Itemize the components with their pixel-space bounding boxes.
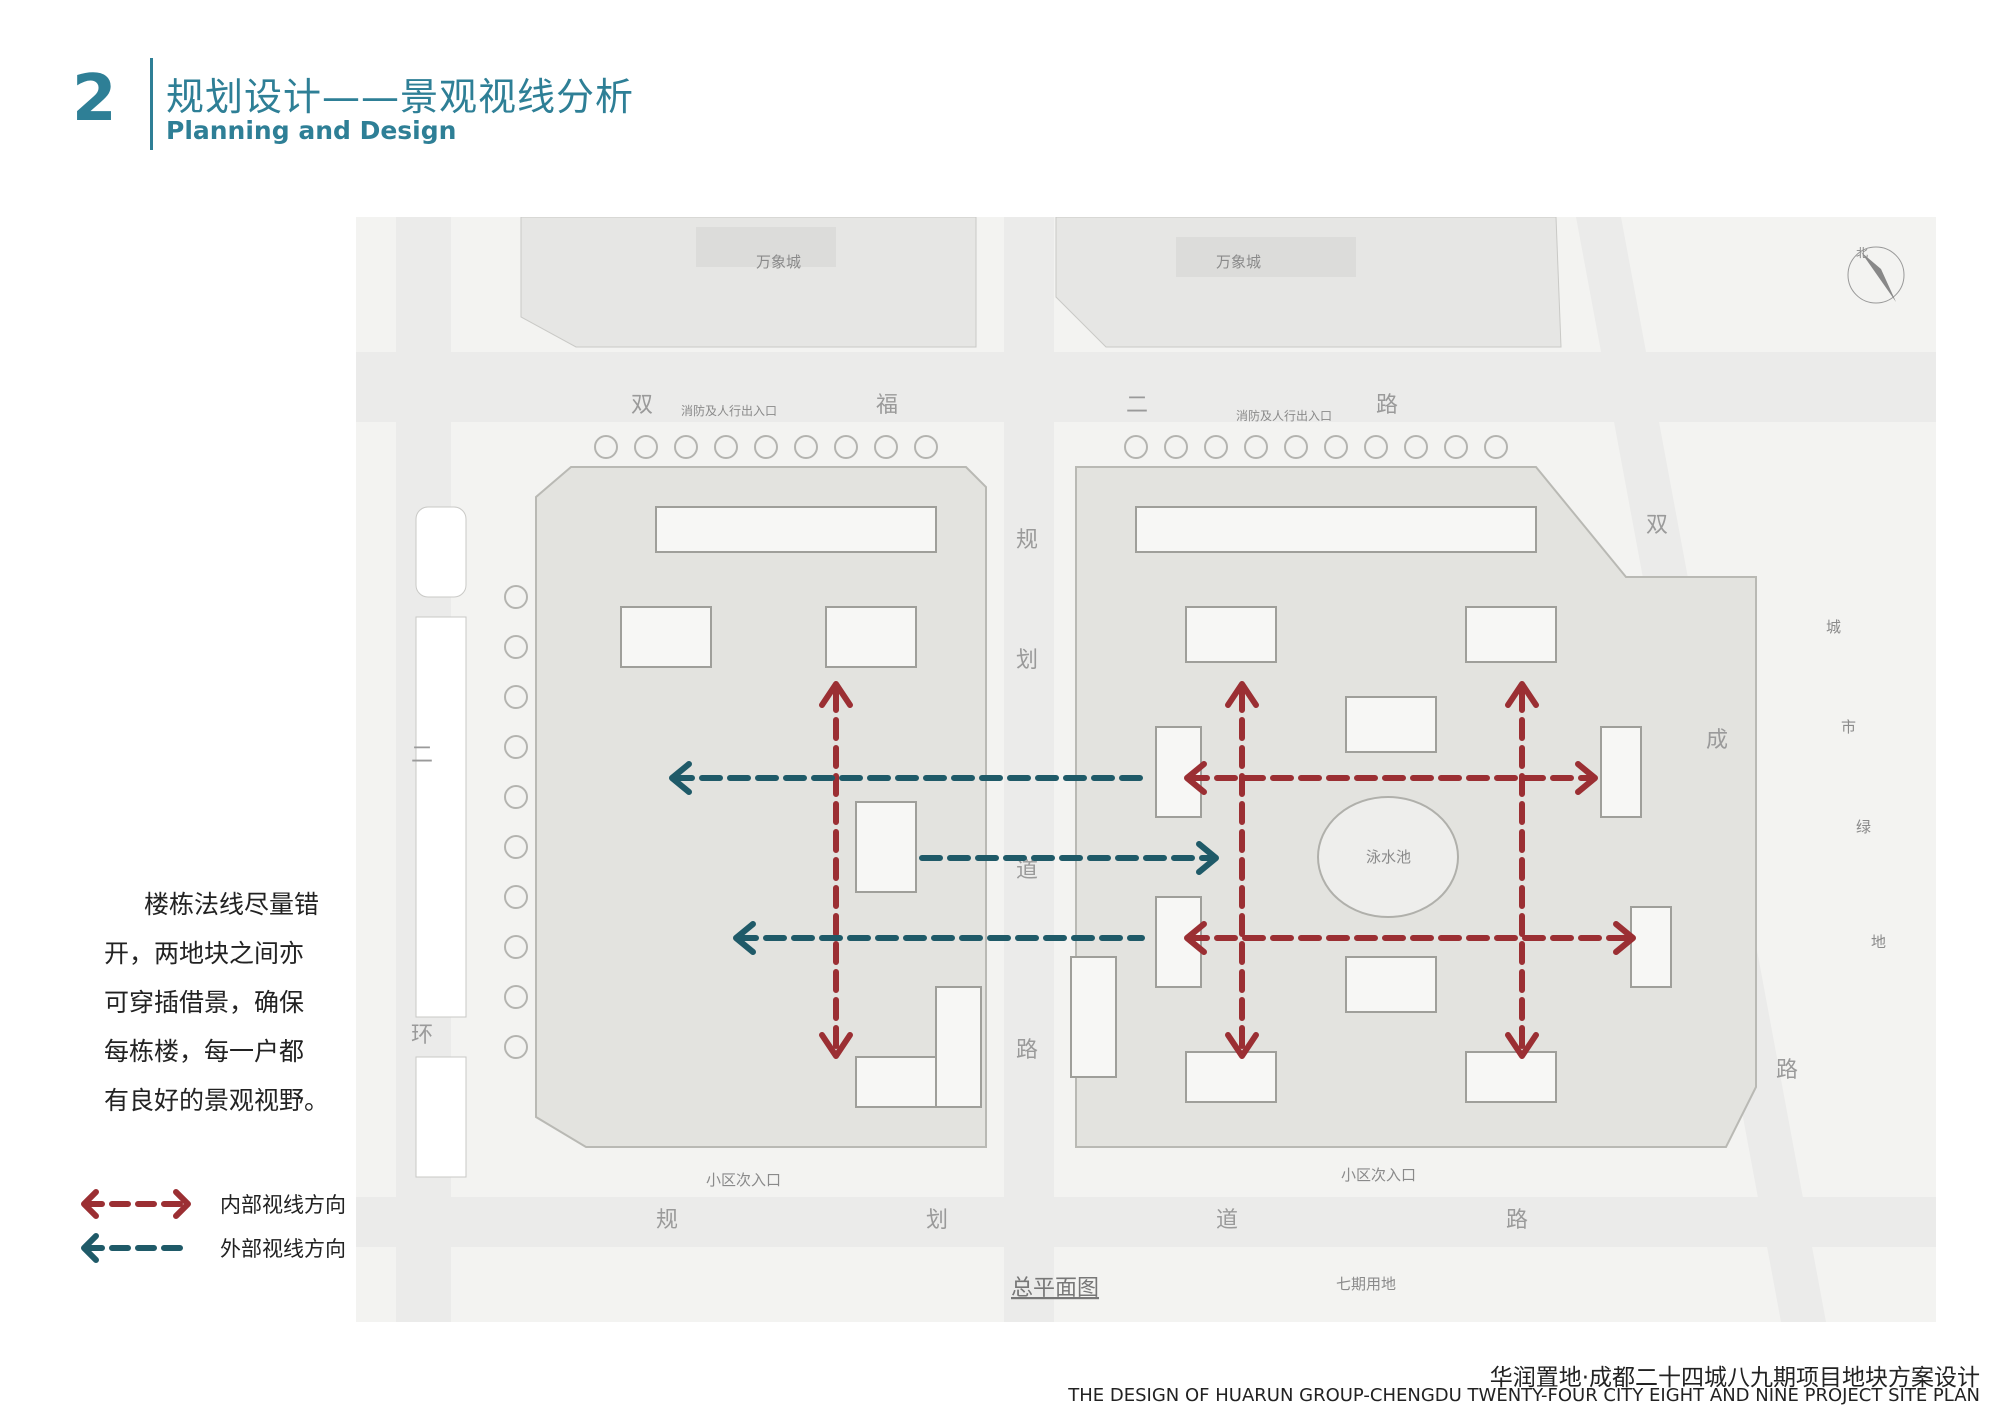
legend-external: 外部视线方向 <box>80 1232 346 1264</box>
description-line: 楼栋法线尽量错 <box>144 890 320 919</box>
section-number: 2 <box>72 62 117 136</box>
label-entry-fire: 消防及人行出入口 <box>681 403 777 418</box>
svg-text:北: 北 <box>1856 246 1868 260</box>
description-line: 可穿插借景，确保 <box>104 988 305 1017</box>
footer-title-en: THE DESIGN OF HUARUN GROUP-CHENGDU TWENT… <box>1068 1385 1980 1406</box>
label-road: 福 <box>876 393 898 418</box>
description-text: 楼栋法线尽量错 开，两地块之间亦 可穿插借景，确保 每栋楼，每一户都 有良好的景… <box>104 880 354 1125</box>
road-bottom <box>356 1197 1936 1247</box>
external-arrow-1 <box>669 761 1145 795</box>
label-road: 规 <box>656 1208 678 1233</box>
description-line: 开，两地块之间亦 <box>104 939 305 968</box>
label-wanxiang-2: 万象城 <box>1216 253 1261 271</box>
pool-label: 泳水池 <box>1366 848 1411 866</box>
label-seventh-phase: 七期用地 <box>1336 1275 1396 1293</box>
road-middle <box>1004 217 1054 1322</box>
internal-arrow-v3 <box>1505 681 1539 1059</box>
label-greenbelt: 绿 <box>1856 818 1871 836</box>
label-entry-fire: 消防及人行出入口 <box>1236 408 1332 423</box>
legend-external-label: 外部视线方向 <box>220 1237 346 1261</box>
internal-arrow-h2 <box>1184 921 1636 955</box>
site-plan: 泳水池 万象城 万象城 双 福 二 路 规 划 道 路 规 划 道 路 二 环 … <box>356 217 1936 1322</box>
external-arrow-2 <box>919 841 1219 875</box>
label-road: 环 <box>411 1023 433 1048</box>
legend-internal: 内部视线方向 <box>80 1188 346 1220</box>
label-road: 成 <box>1706 728 1728 753</box>
label-road: 双 <box>1646 513 1668 538</box>
external-arrow-icon <box>81 1233 192 1263</box>
label-road: 二 <box>411 743 433 768</box>
footer-title-cn: 华润置地·成都二十四城八九期项目地块方案设计 <box>1489 1365 1980 1391</box>
internal-sightlines <box>819 681 1636 1059</box>
external-arrow-3 <box>733 921 1145 955</box>
description-line: 有良好的景观视野。 <box>104 1086 330 1115</box>
title-divider <box>150 58 153 150</box>
label-greenbelt: 地 <box>1871 933 1886 951</box>
plan-caption: 总平面图 <box>1011 1276 1099 1301</box>
label-greenbelt: 城 <box>1826 618 1841 636</box>
label-entry-sub: 小区次入口 <box>1341 1166 1416 1184</box>
label-road: 路 <box>1016 1038 1038 1063</box>
internal-arrow-v1 <box>819 681 853 1059</box>
label-road: 双 <box>631 393 653 418</box>
label-entry-sub: 小区次入口 <box>706 1171 781 1189</box>
site-block-west <box>535 466 987 1148</box>
internal-arrow-h1 <box>1184 761 1598 795</box>
internal-arrow-v2 <box>1225 681 1259 1059</box>
label-road: 二 <box>1126 393 1148 418</box>
label-road: 道 <box>1016 858 1038 883</box>
north-compass-icon: 北 <box>1847 246 1905 304</box>
label-road: 路 <box>1376 393 1398 418</box>
pool <box>1317 796 1459 918</box>
internal-arrow-icon <box>81 1189 191 1219</box>
legend-internal-label: 内部视线方向 <box>220 1193 346 1217</box>
label-road: 划 <box>1016 648 1038 673</box>
external-sightlines <box>669 761 1219 955</box>
description-line: 每栋楼，每一户都 <box>104 1037 305 1066</box>
page-title: 规划设计——景观视线分析 <box>166 75 635 119</box>
label-road: 规 <box>1016 528 1038 553</box>
label-wanxiang-1: 万象城 <box>756 253 801 271</box>
label-road: 道 <box>1216 1208 1238 1233</box>
label-road: 路 <box>1776 1058 1798 1083</box>
label-road: 路 <box>1506 1208 1528 1233</box>
road-top <box>356 352 1936 422</box>
page-subtitle: Planning and Design <box>166 116 457 145</box>
label-road: 划 <box>926 1208 948 1233</box>
label-greenbelt: 市 <box>1841 718 1856 736</box>
